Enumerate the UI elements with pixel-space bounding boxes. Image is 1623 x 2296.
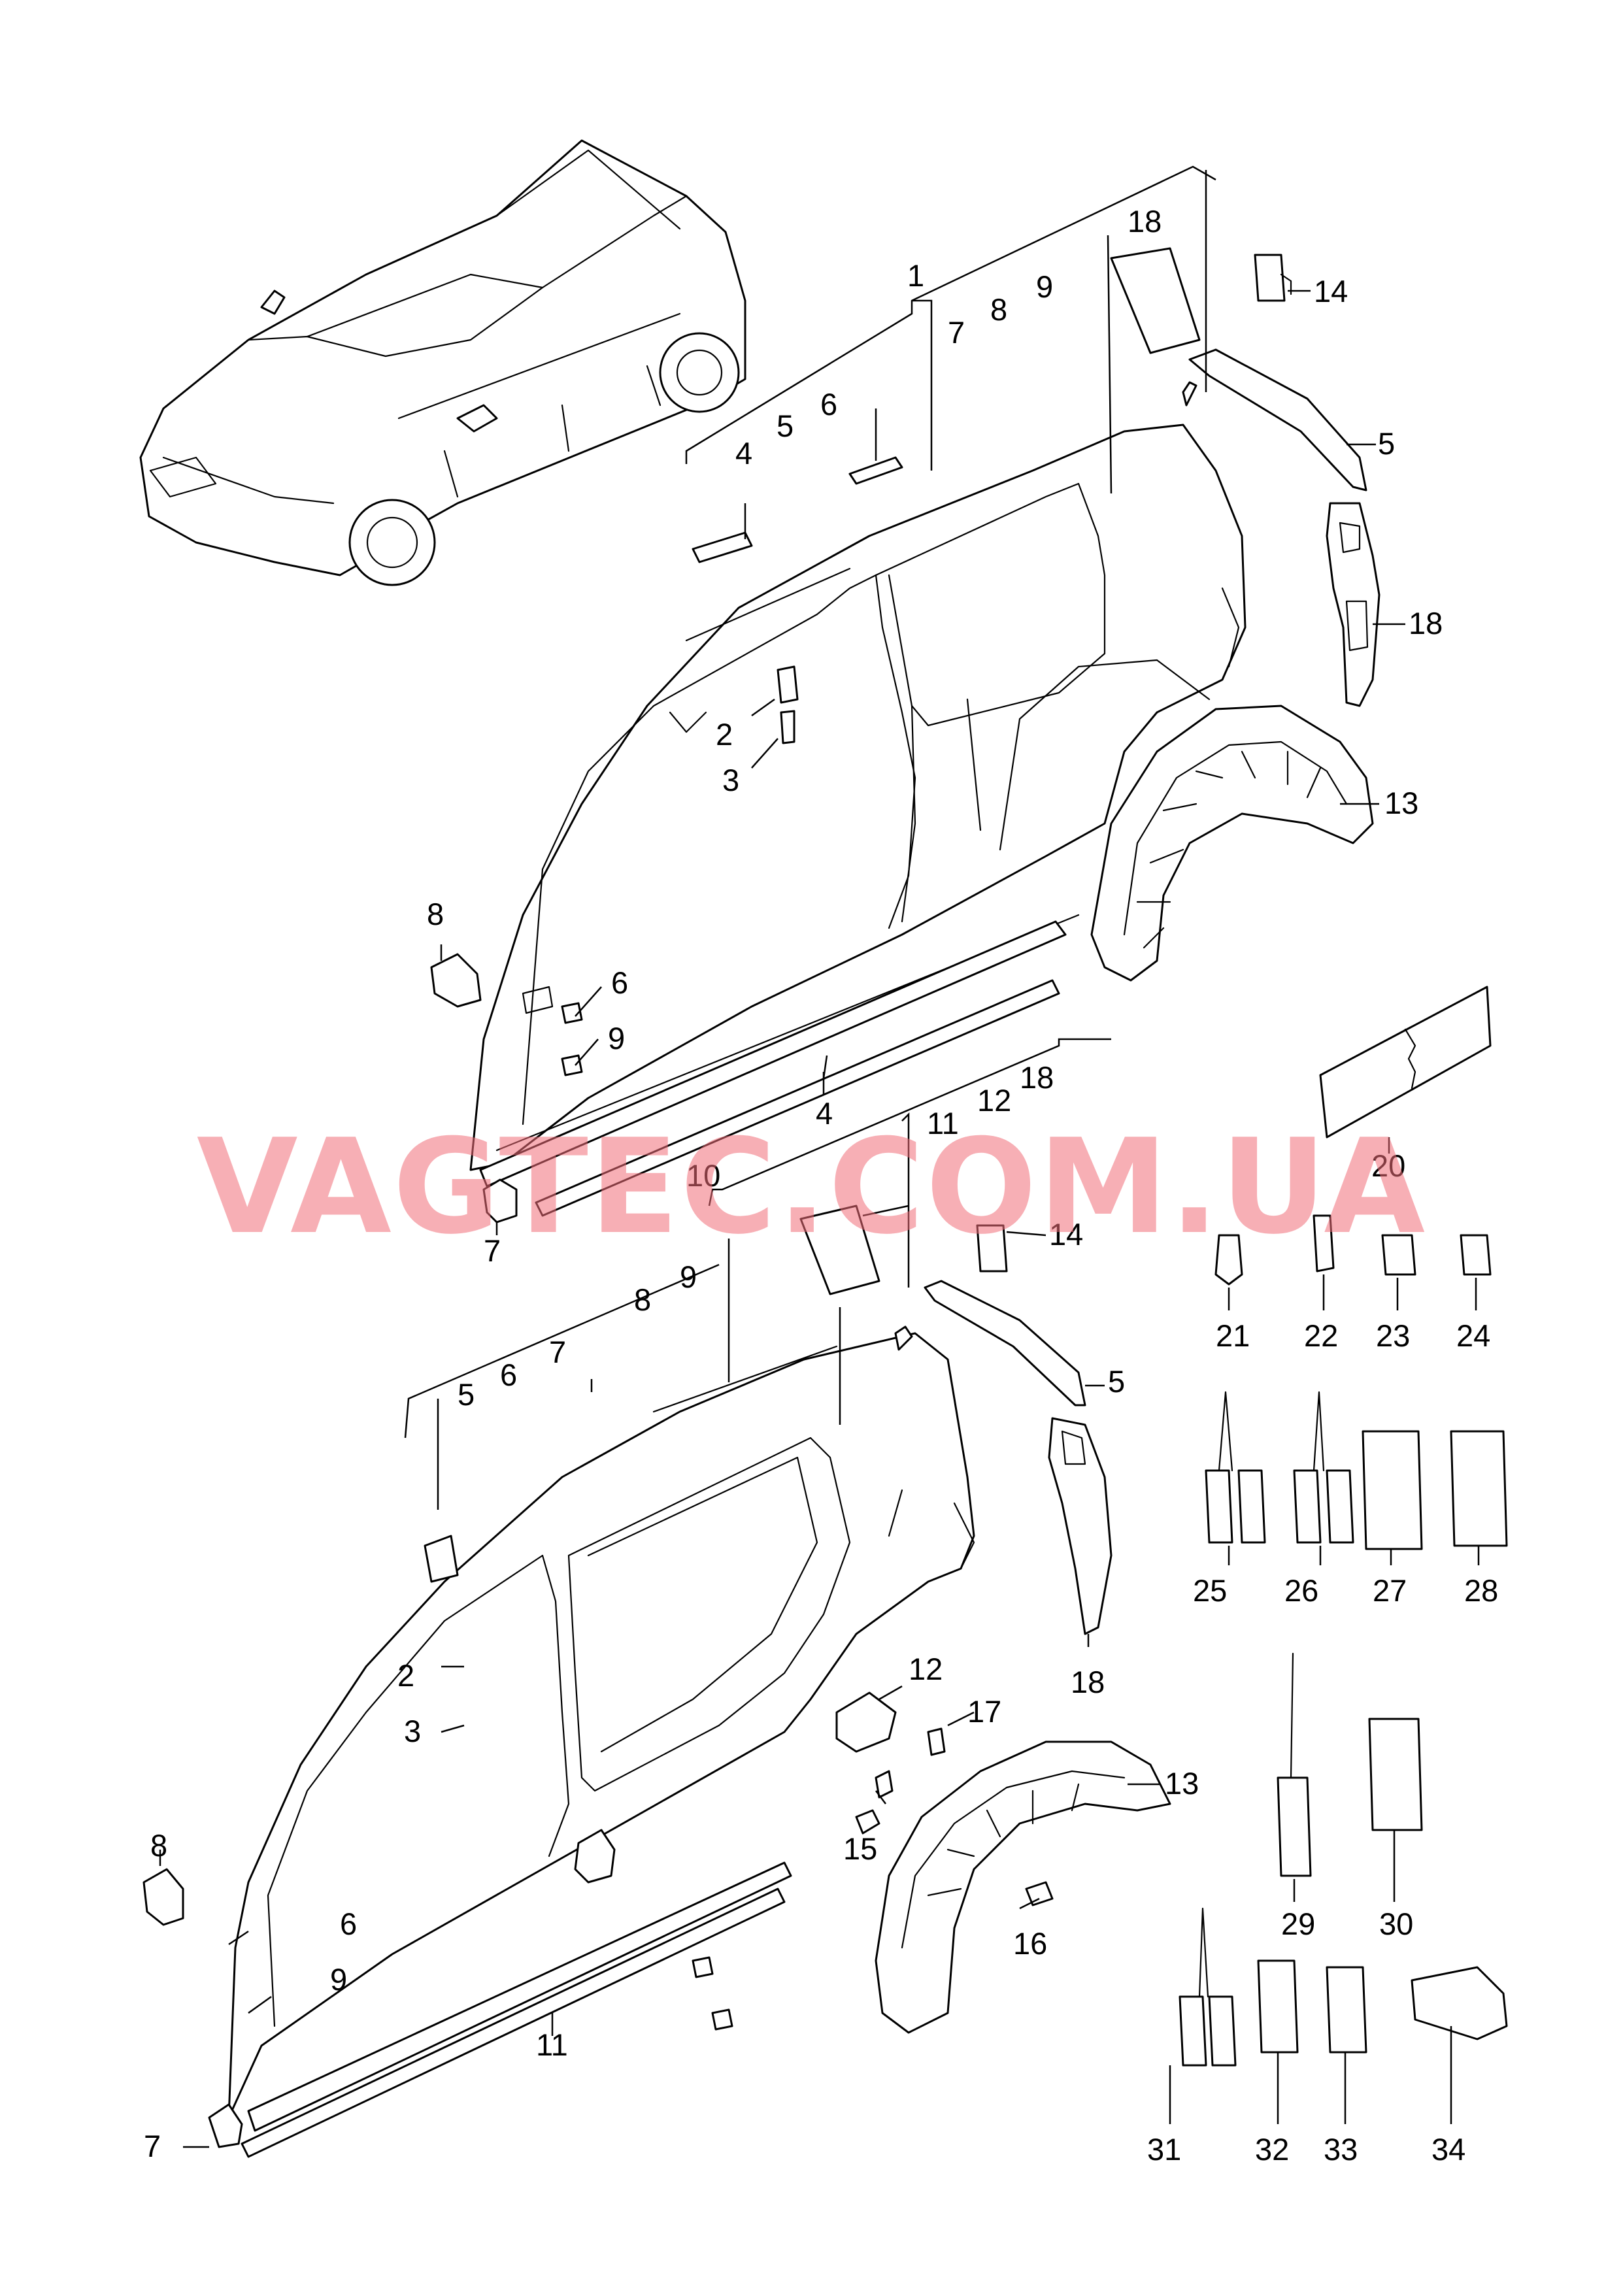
callout-3: 3 — [722, 763, 739, 797]
callout-33: 33 — [1324, 2132, 1358, 2167]
car-overview-illustration — [139, 139, 746, 586]
callout-14: 14 — [1314, 274, 1348, 308]
callout-5: 5 — [1108, 1364, 1125, 1399]
callout-29: 29 — [1281, 1906, 1315, 1941]
callout-14: 14 — [1049, 1217, 1083, 1252]
wheel-housing-liner-upper — [1090, 705, 1374, 982]
callout-10: 10 — [686, 1158, 720, 1193]
callout-17: 17 — [967, 1694, 1001, 1729]
callout-13: 13 — [1165, 1766, 1199, 1801]
callout-12: 12 — [977, 1083, 1011, 1118]
callout-22: 22 — [1304, 1318, 1338, 1353]
callout-28: 28 — [1464, 1573, 1498, 1608]
consumables — [1179, 1214, 1508, 2067]
callout-5: 5 — [777, 408, 794, 443]
callout-9: 9 — [680, 1259, 697, 1294]
callout-7: 7 — [144, 2129, 161, 2163]
callout-labels: 1 2 3 4 5 6 7 8 9 18 14 5 18 13 8 6 9 4 … — [144, 204, 1498, 2167]
callout-7: 7 — [948, 315, 965, 350]
sill-strip-upper — [479, 920, 1067, 1217]
callout-11: 11 — [927, 1106, 959, 1140]
callout-2: 2 — [397, 1658, 414, 1693]
lower-small-parts — [142, 1535, 1054, 2148]
callout-26: 26 — [1284, 1573, 1318, 1608]
callout-6: 6 — [340, 1906, 357, 1941]
callout-8: 8 — [990, 292, 1007, 327]
rear-panel-bracket-upper — [1188, 254, 1380, 707]
callout-5: 5 — [1378, 426, 1395, 461]
callout-20: 20 — [1371, 1148, 1405, 1183]
callout-25: 25 — [1193, 1573, 1227, 1608]
callout-6: 6 — [611, 965, 628, 1000]
callout-30: 30 — [1379, 1906, 1413, 1941]
adhesive-pad-18 — [1110, 247, 1201, 354]
side-panel-lower — [227, 1332, 975, 2119]
wheel-housing-liner-lower — [875, 1740, 1171, 2034]
callout-2: 2 — [716, 717, 733, 752]
callout-18: 18 — [1020, 1060, 1054, 1095]
callout-18: 18 — [1409, 606, 1443, 641]
callout-6: 6 — [500, 1357, 517, 1392]
callout-7: 7 — [484, 1233, 501, 1268]
side-panel-upper — [469, 424, 1247, 1171]
callout-9: 9 — [330, 1962, 347, 1997]
callout-32: 32 — [1255, 2132, 1289, 2167]
callout-8: 8 — [427, 897, 444, 931]
callout-18: 18 — [1128, 204, 1162, 239]
rear-panel-bracket-lower — [799, 1205, 1113, 1635]
callout-8: 8 — [634, 1282, 651, 1317]
callout-7: 7 — [549, 1335, 566, 1369]
callout-31: 31 — [1147, 2132, 1181, 2167]
callout-16: 16 — [1013, 1926, 1047, 1961]
callout-8: 8 — [150, 1828, 167, 1863]
callout-6: 6 — [820, 387, 837, 422]
upper-small-parts — [430, 247, 1201, 1223]
sill-strip-lower — [241, 1861, 792, 2158]
callout-3: 3 — [404, 1714, 421, 1748]
callout-5: 5 — [458, 1377, 475, 1412]
callout-9: 9 — [608, 1021, 625, 1056]
callout-18: 18 — [1071, 1665, 1105, 1699]
callout-34: 34 — [1431, 2132, 1465, 2167]
callout-23: 23 — [1376, 1318, 1410, 1353]
callout-27: 27 — [1373, 1573, 1407, 1608]
leader-lines — [159, 165, 1480, 2148]
callout-4: 4 — [816, 1096, 833, 1131]
callout-9: 9 — [1036, 269, 1053, 304]
callout-24: 24 — [1456, 1318, 1490, 1353]
callout-13: 13 — [1384, 786, 1418, 820]
callout-15: 15 — [843, 1831, 877, 1866]
callout-12: 12 — [909, 1652, 943, 1686]
callout-11: 11 — [536, 2027, 568, 2062]
adhesive-pad-20 — [1319, 986, 1492, 1139]
callout-1: 1 — [907, 258, 924, 293]
callout-4: 4 — [735, 436, 752, 471]
callout-21: 21 — [1216, 1318, 1250, 1353]
